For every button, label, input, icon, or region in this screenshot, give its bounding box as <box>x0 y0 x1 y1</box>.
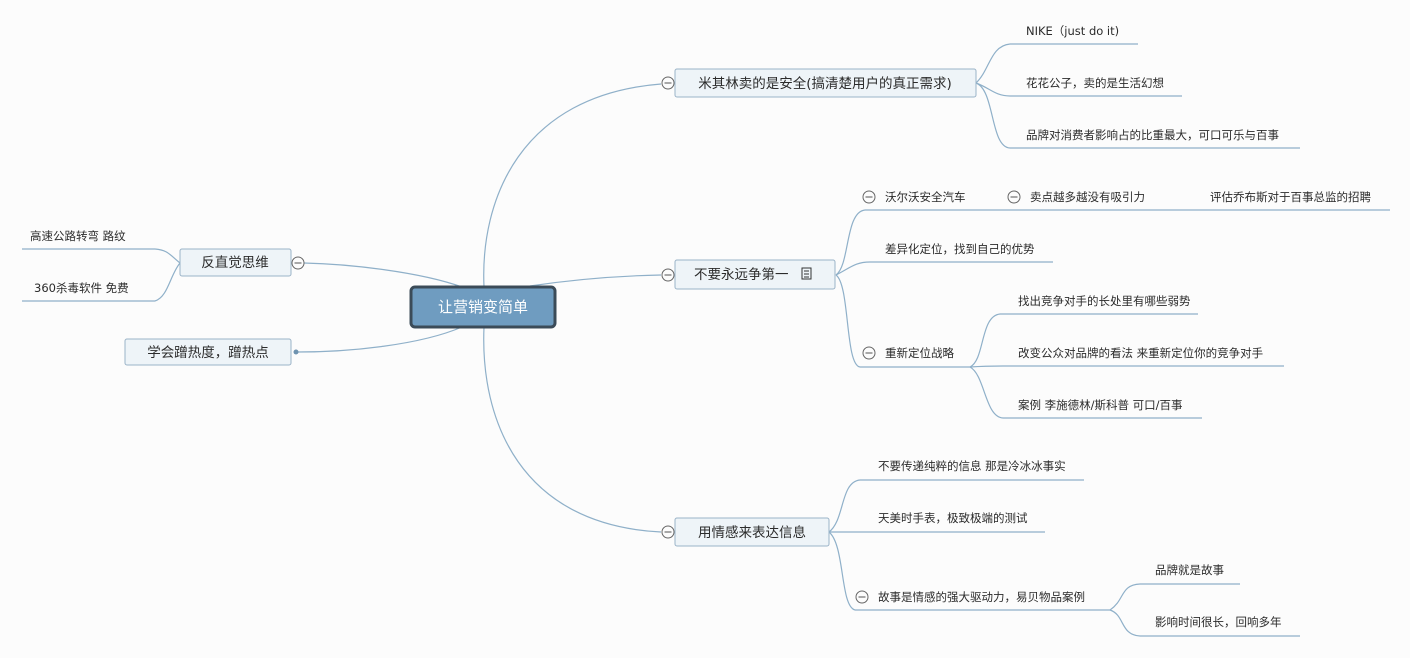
leaf-360-antivirus: 360杀毒软件 免费 <box>34 281 129 295</box>
leaf-long-impact: 影响时间很长，回响多年 <box>1155 615 1282 629</box>
note-icon[interactable] <box>801 267 812 280</box>
leaf-case-listerine: 案例 李施德林/斯科普 可口/百事 <box>1018 398 1183 412</box>
leaf-brand-story: 品牌就是故事 <box>1155 563 1224 577</box>
node-volvo[interactable]: 沃尔沃安全汽车 <box>885 190 966 204</box>
branch-hot-topics[interactable]: 学会蹭热度，蹭热点 <box>124 338 292 366</box>
leaf-competitor-weakness: 找出竞争对手的长处里有哪些弱势 <box>1018 294 1191 308</box>
branch-michelin-label: 米其林卖的是安全(搞清楚用户的真正需求) <box>698 75 952 92</box>
node-story[interactable]: 故事是情感的强大驱动力，易贝物品案例 <box>878 590 1085 604</box>
leaf-nike: NIKE（just do it) <box>1026 24 1119 38</box>
branch-emotion-label: 用情感来表达信息 <box>698 524 806 541</box>
branch-hot-topics-label: 学会蹭热度，蹭热点 <box>147 345 269 361</box>
node-repositioning[interactable]: 重新定位战略 <box>885 346 954 360</box>
leaf-highway: 高速公路转弯 路纹 <box>30 229 126 243</box>
node-timex[interactable]: 天美时手表，极致极端的测试 <box>878 511 1028 525</box>
collapse-toggle-icon[interactable] <box>661 525 675 539</box>
branch-not-first-label: 不要永远争第一 <box>694 266 789 283</box>
collapse-toggle-icon[interactable] <box>855 590 869 604</box>
branch-counterintuitive[interactable]: 反直觉思维 <box>179 248 292 277</box>
branch-emotion[interactable]: 用情感来表达信息 <box>674 517 830 547</box>
branch-counterintuitive-label: 反直觉思维 <box>201 255 269 271</box>
collapse-toggle-icon[interactable] <box>661 268 675 282</box>
leaf-jobs-pepsi: 评估乔布斯对于百事总监的招聘 <box>1210 190 1371 204</box>
branch-not-first[interactable]: 不要永远争第一 <box>674 259 836 290</box>
node-pure-info[interactable]: 不要传递纯粹的信息 那是冷冰冰事实 <box>878 459 1066 473</box>
collapse-toggle-icon[interactable] <box>862 346 876 360</box>
collapse-toggle-icon[interactable] <box>862 190 876 204</box>
expand-dot-icon[interactable] <box>293 349 299 355</box>
collapse-toggle-icon[interactable] <box>291 256 305 270</box>
branch-michelin[interactable]: 米其林卖的是安全(搞清楚用户的真正需求) <box>674 68 977 98</box>
root-node[interactable]: 让营销变简单 <box>409 285 557 329</box>
leaf-change-perception: 改变公众对品牌的看法 来重新定位你的竞争对手 <box>1018 346 1263 360</box>
connectors <box>22 43 1390 637</box>
node-differentiation[interactable]: 差异化定位，找到自己的优势 <box>885 242 1035 256</box>
collapse-toggle-icon[interactable] <box>1007 190 1021 204</box>
node-selling-points[interactable]: 卖点越多越没有吸引力 <box>1030 190 1145 204</box>
collapse-toggle-icon[interactable] <box>661 76 675 90</box>
leaf-playboy: 花花公子，卖的是生活幻想 <box>1026 76 1164 90</box>
root-label: 让营销变简单 <box>438 298 528 316</box>
leaf-brand-influence: 品牌对消费者影响占的比重最大，可口可乐与百事 <box>1026 128 1279 142</box>
